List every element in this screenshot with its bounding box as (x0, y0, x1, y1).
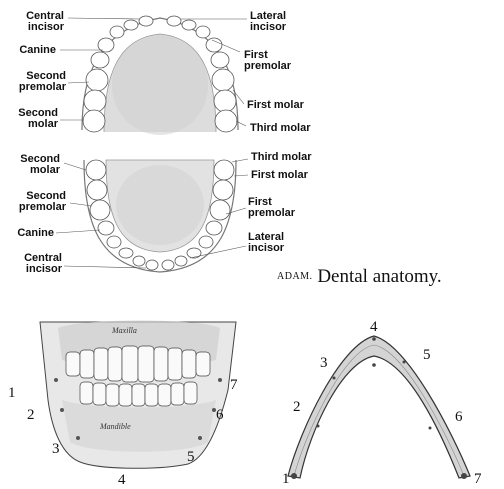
jaw-number-3: 3 (52, 442, 60, 457)
caption-text: Dental anatomy. (317, 266, 441, 287)
label-upper-second-premolar: Second premolar (4, 71, 66, 93)
jaw-number-6: 6 (216, 408, 224, 423)
arch-number-6: 6 (455, 410, 463, 425)
label-upper-third-molar: Third molar (250, 123, 311, 134)
mandible-label: Mandible (100, 422, 131, 431)
jaw-number-1: 1 (8, 386, 16, 401)
label-upper-first-premolar: First premolar (244, 50, 291, 72)
lower-arch (84, 160, 236, 272)
arch-number-1: 1 (282, 472, 290, 487)
arch-number-2: 2 (293, 400, 301, 415)
label-lower-central-incisor: Central incisor (8, 253, 62, 275)
caption: ADAM. Dental anatomy. (277, 266, 442, 288)
jaw-number-2: 2 (27, 408, 35, 423)
jaw-illustration (40, 321, 236, 469)
label-lower-lateral-incisor: Lateral incisor (248, 232, 284, 254)
label-lower-second-molar: Second molar (6, 154, 60, 176)
upper-arch (82, 16, 238, 135)
label-lower-second-premolar: Second premolar (4, 191, 66, 213)
arch-number-3: 3 (320, 356, 328, 371)
arch-number-4: 4 (370, 320, 378, 335)
jaw-number-4: 4 (118, 473, 126, 488)
label-lower-first-molar: First molar (251, 170, 308, 181)
label-upper-canine: Canine (8, 45, 56, 56)
label-lower-canine: Canine (8, 228, 54, 239)
mandible-arch (288, 336, 470, 479)
adam-logo: ADAM. (277, 271, 313, 282)
arch-number-5: 5 (423, 348, 431, 363)
jaw-number-5: 5 (187, 450, 195, 465)
label-upper-second-molar: Second molar (6, 108, 58, 130)
label-upper-first-molar: First molar (247, 100, 304, 111)
label-lower-first-premolar: First premolar (248, 197, 295, 219)
label-upper-central-incisor: Central incisor (8, 11, 64, 33)
arch-number-7: 7 (474, 472, 482, 487)
label-lower-third-molar: Third molar (251, 152, 312, 163)
label-upper-lateral-incisor: Lateral incisor (250, 11, 286, 33)
jaw-number-7: 7 (230, 378, 238, 393)
maxilla-label: Maxilla (112, 326, 137, 335)
